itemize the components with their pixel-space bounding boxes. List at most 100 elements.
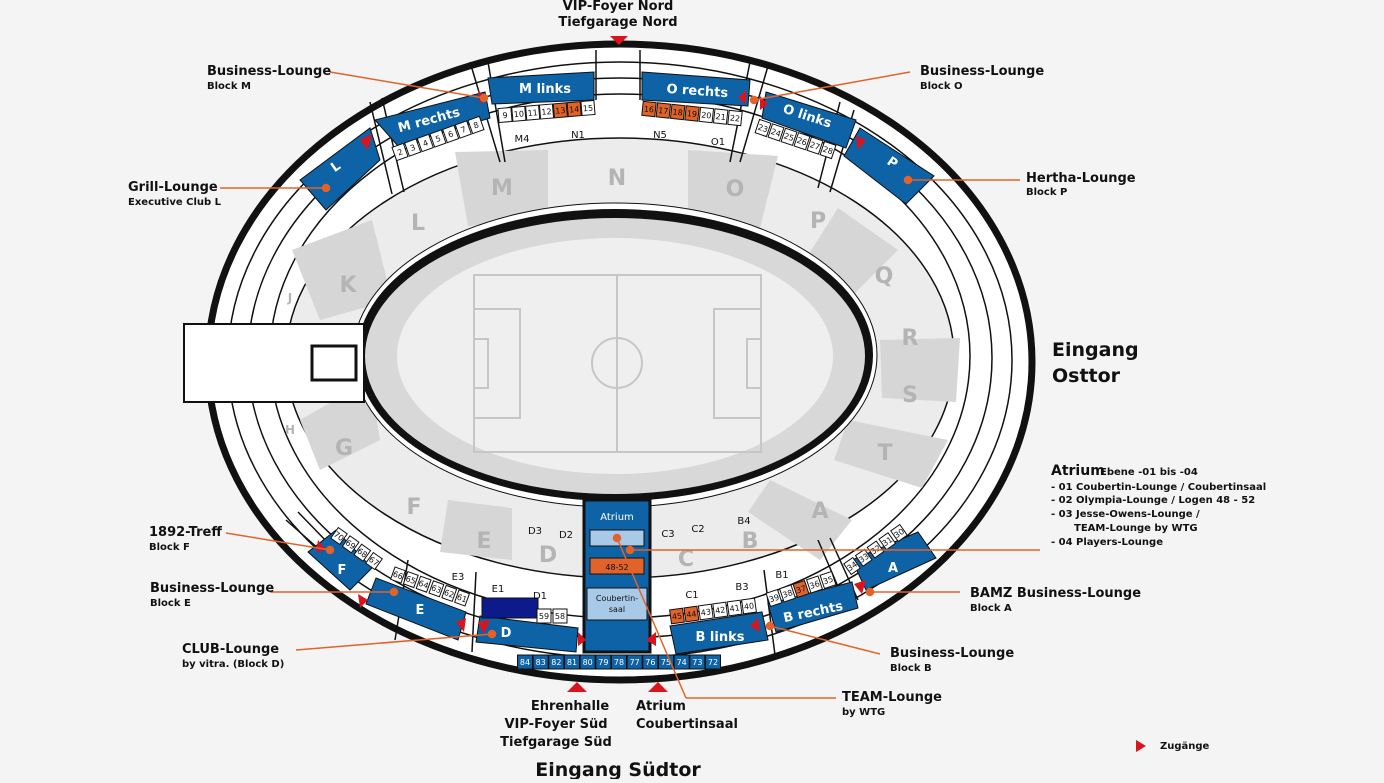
box-66: 66 [389, 566, 407, 584]
lounge-hertha-sub: Block P [1026, 187, 1067, 198]
section-o-rechts [641, 71, 751, 107]
label-c1: C1 [685, 590, 698, 601]
callout-lines [220, 71, 1040, 699]
lounge-bamz-sub: Block A [970, 603, 1012, 614]
box-number: 24 [770, 127, 783, 139]
box-number: 73 [692, 658, 702, 667]
sub-block-labels: M4 N1 N5 O1 D3 D2 D1 E1 E3 C3 C2 B4 C1 B… [452, 130, 789, 602]
label-d3: D3 [528, 526, 542, 537]
box-number: 21 [715, 112, 726, 122]
atrium-box: Atrium 48-52 Coubertin- saal [582, 498, 652, 654]
box-76: 76 [642, 654, 659, 670]
lounge-business-b: Business-Lounge [890, 646, 1014, 661]
box-number: 20 [701, 110, 712, 120]
box-35: 35 [819, 570, 837, 590]
box-number: 80 [583, 658, 593, 667]
box-44: 44 [683, 605, 700, 623]
block-n: N [608, 166, 626, 191]
south-title: Eingang Südtor [535, 759, 701, 779]
box-number: 28 [822, 145, 835, 157]
box-64: 64 [415, 575, 432, 593]
box-number: 77 [630, 658, 640, 667]
box-83: 83 [532, 654, 549, 670]
box-16: 16 [641, 100, 657, 118]
box-25: 25 [780, 127, 798, 146]
box-number: 61 [456, 593, 469, 605]
east-line-2: Osttor [1052, 365, 1121, 387]
box-58: 58 [552, 608, 568, 624]
box-20: 20 [698, 106, 715, 124]
box-number: 75 [661, 658, 671, 667]
box-number: 27 [809, 140, 822, 152]
box-number: 66 [392, 570, 405, 582]
box-number: 14 [569, 105, 580, 115]
box-number: 22 [729, 113, 740, 123]
box-77: 77 [626, 654, 643, 670]
label-e1: E1 [492, 584, 505, 595]
lounge-business-o: Business-Lounge [920, 64, 1044, 79]
box-number: 18 [672, 107, 683, 117]
box-23: 23 [754, 118, 772, 138]
box-number: 41 [729, 603, 740, 613]
label-b4: B4 [737, 516, 750, 527]
block-s: S [902, 383, 918, 408]
box-number: 8 [472, 120, 480, 130]
label-b-links: B links [696, 630, 745, 645]
box-19: 19 [684, 105, 700, 122]
box-number: 45 [671, 611, 682, 621]
box-4: 4 [416, 133, 434, 153]
block-m: M [491, 176, 513, 201]
box-63: 63 [428, 580, 445, 598]
box-number: 40 [743, 601, 754, 611]
box-number: 4 [422, 138, 430, 148]
box-number: 12 [541, 107, 552, 117]
box-number: 78 [614, 658, 624, 667]
section-d [475, 615, 579, 653]
box-number: 6 [447, 129, 455, 139]
box-15: 15 [580, 99, 596, 117]
section-o-links [761, 91, 857, 149]
block-g: G [335, 436, 353, 461]
top-line-1: VIP-Foyer Nord [563, 0, 674, 14]
box-number: 19 [686, 109, 697, 119]
box-24: 24 [767, 123, 785, 142]
label-a: A [888, 561, 898, 576]
label-c3: C3 [661, 529, 674, 540]
label-d: D [501, 626, 512, 641]
lounge-1892-sub: Block F [149, 542, 190, 553]
north-sections [299, 71, 935, 211]
box-40: 40 [741, 597, 757, 615]
box-31: 31 [878, 532, 897, 551]
box-number: 37 [795, 584, 808, 596]
box-38: 38 [778, 584, 797, 603]
upper-block-shading [292, 150, 960, 560]
section-b-links [669, 611, 769, 655]
box-73: 73 [689, 654, 706, 670]
block-h: H [285, 423, 295, 437]
block-q: Q [875, 264, 894, 289]
label-o-rechts: O rechts [666, 82, 729, 101]
lounge-grill: Grill-Lounge [128, 180, 218, 195]
label-b3: B3 [735, 582, 748, 593]
box-number: 76 [645, 658, 655, 667]
box-61: 61 [453, 589, 471, 607]
box-number: 7 [460, 125, 468, 135]
box-9: 9 [497, 106, 513, 124]
box-36: 36 [805, 575, 824, 594]
lounge-hertha: Hertha-Lounge [1026, 171, 1136, 186]
box-11: 11 [525, 104, 541, 121]
box-42: 42 [712, 601, 729, 619]
box-26: 26 [793, 132, 811, 151]
box-8: 8 [467, 115, 485, 135]
lounge-business-e: Business-Lounge [150, 581, 274, 596]
box-number: 23 [757, 123, 770, 135]
box-65: 65 [402, 570, 419, 589]
box-number: 25 [783, 131, 796, 143]
label-b1: B1 [775, 570, 788, 581]
label-e3: E3 [452, 572, 465, 583]
box-28: 28 [819, 140, 837, 160]
ehrenhalle-3: Tiefgarage Süd [500, 735, 612, 750]
block-e: E [476, 529, 491, 554]
box-12: 12 [538, 103, 555, 120]
section-l [299, 127, 381, 211]
